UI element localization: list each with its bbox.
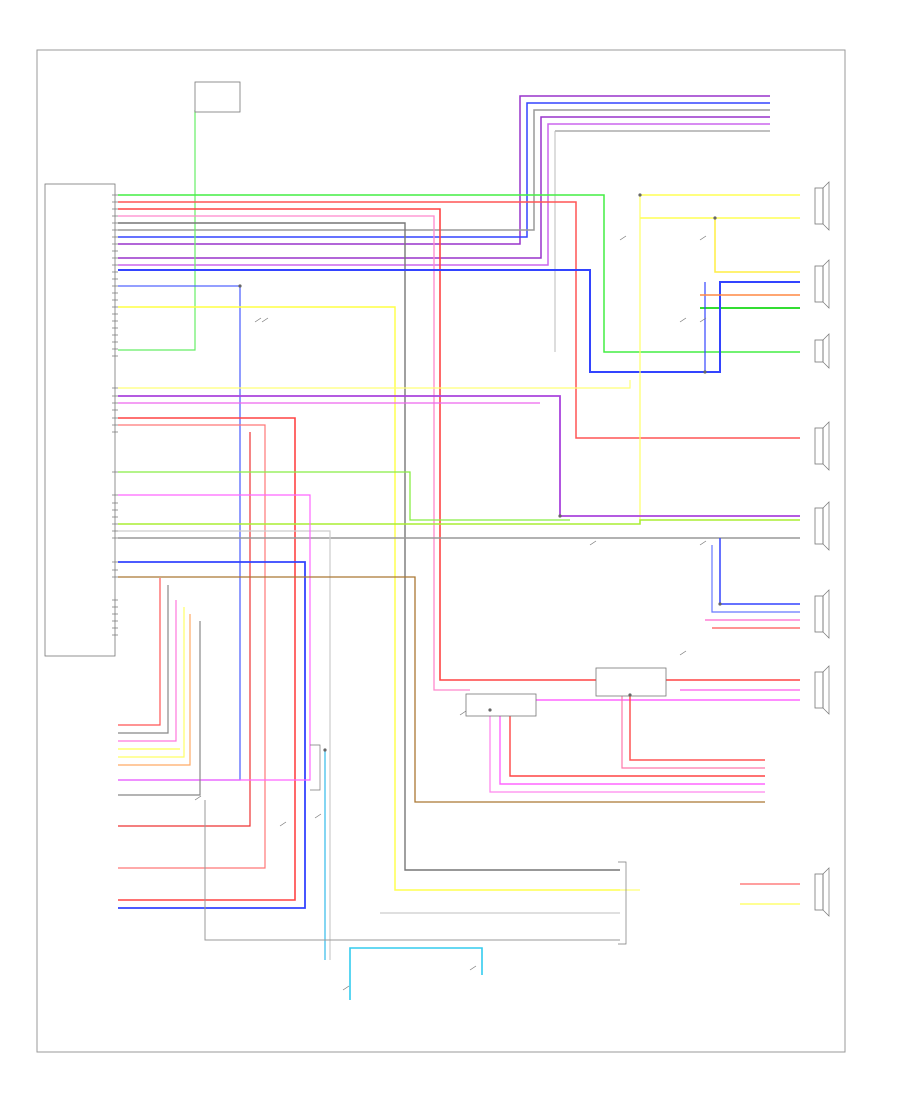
wire-red-8 xyxy=(629,695,765,761)
wire-gray-6 xyxy=(118,585,169,734)
wire-blue-1 xyxy=(118,102,770,238)
wire-pink-8 xyxy=(499,710,765,785)
symbol-layer xyxy=(194,181,830,991)
steering-sensor-box xyxy=(194,81,241,113)
wire-purple-4 xyxy=(118,395,800,517)
connector-symbol xyxy=(679,317,707,323)
wire-red-2 xyxy=(118,201,800,439)
connector-symbol xyxy=(589,540,707,546)
wire-gray-7 xyxy=(118,621,201,796)
wire-yellow-4 xyxy=(714,218,800,273)
wire-pink-9 xyxy=(489,710,765,793)
splice-dot xyxy=(488,708,492,712)
speaker-symbol xyxy=(822,665,830,715)
splice-dot xyxy=(713,216,717,220)
connector-symbol xyxy=(194,795,202,801)
wire-pink-1 xyxy=(118,215,470,691)
splice-dot xyxy=(628,693,632,697)
wire-green-1 xyxy=(118,110,196,351)
connector-symbol xyxy=(342,965,477,991)
diagram-frame xyxy=(36,49,846,1053)
wire-red-4 xyxy=(118,424,266,869)
splice-dot xyxy=(718,602,722,606)
wire-yellow-6 xyxy=(118,380,631,389)
wire-green-3 xyxy=(118,471,570,521)
connector-symbol xyxy=(459,650,687,716)
speaker-symbol xyxy=(822,333,830,369)
connector-pin-ticks-lower xyxy=(112,561,118,636)
wire-light-green-2 xyxy=(118,519,800,525)
wire-blue-2 xyxy=(118,269,800,373)
wire-layer xyxy=(118,95,800,1000)
speaker-symbol xyxy=(822,867,830,917)
connector-symbol xyxy=(279,813,322,827)
wire-blue-5 xyxy=(118,561,306,909)
wire-purple-2 xyxy=(118,116,770,259)
speaker-symbol xyxy=(822,421,830,471)
wire-pink-7 xyxy=(621,695,765,769)
front-door-speaker-connector xyxy=(814,507,824,545)
wire-blue-7 xyxy=(711,545,800,613)
speaker-symbol xyxy=(822,181,830,231)
wire-orange-2 xyxy=(118,614,191,766)
speaker-symbol xyxy=(822,501,830,551)
left-front-tweeter-connector xyxy=(814,595,824,633)
wire-red-10 xyxy=(118,578,161,726)
wire-pink-3 xyxy=(118,494,311,781)
connector-pin-ticks xyxy=(112,194,118,636)
wire-cyan-2 xyxy=(349,947,483,1000)
splice-dot xyxy=(703,370,707,374)
connector-bracket xyxy=(310,744,321,791)
wire-gray-8 xyxy=(204,800,620,941)
wire-green-2 xyxy=(118,194,800,353)
stereo-component-unit-box xyxy=(44,183,116,657)
junction-connector-box xyxy=(595,667,667,697)
wire-brown-1 xyxy=(118,576,765,803)
right-center-speaker-connector xyxy=(814,265,824,303)
splice-dot xyxy=(558,514,562,518)
wire-pink-10 xyxy=(118,600,177,742)
wire-gray-1 xyxy=(118,109,770,231)
wire-purple-1 xyxy=(118,95,770,245)
left-rear-door-speaker-connector xyxy=(814,671,824,709)
right-rear-door-speaker-connector xyxy=(814,427,824,465)
left-rear-speaker-connector xyxy=(814,873,824,911)
junction-connector-box-2 xyxy=(465,693,537,717)
right-front-speaker-connector xyxy=(814,187,824,225)
connector-symbol xyxy=(619,235,707,241)
speaker-symbol xyxy=(822,259,830,309)
wire-yellow-7 xyxy=(118,607,185,758)
connector-bracket xyxy=(618,861,627,945)
connector-symbol xyxy=(254,317,269,323)
wire-red-1 xyxy=(118,208,560,681)
wire-red-3 xyxy=(118,417,296,901)
right-front-tweeter-connector xyxy=(814,339,824,363)
wire-red-9 xyxy=(509,710,765,777)
connector-pin-ticks-middle xyxy=(112,387,118,539)
wire-white-1 xyxy=(118,530,331,960)
connector-pin-ticks-upper xyxy=(112,194,118,357)
splice-dot xyxy=(638,193,642,197)
wire-gray-4 xyxy=(118,222,620,871)
component-layer xyxy=(44,81,824,911)
speaker-symbol xyxy=(822,589,830,639)
wire-red-5 xyxy=(118,432,251,827)
splice-dot xyxy=(238,284,242,288)
splice-dot xyxy=(323,748,327,752)
